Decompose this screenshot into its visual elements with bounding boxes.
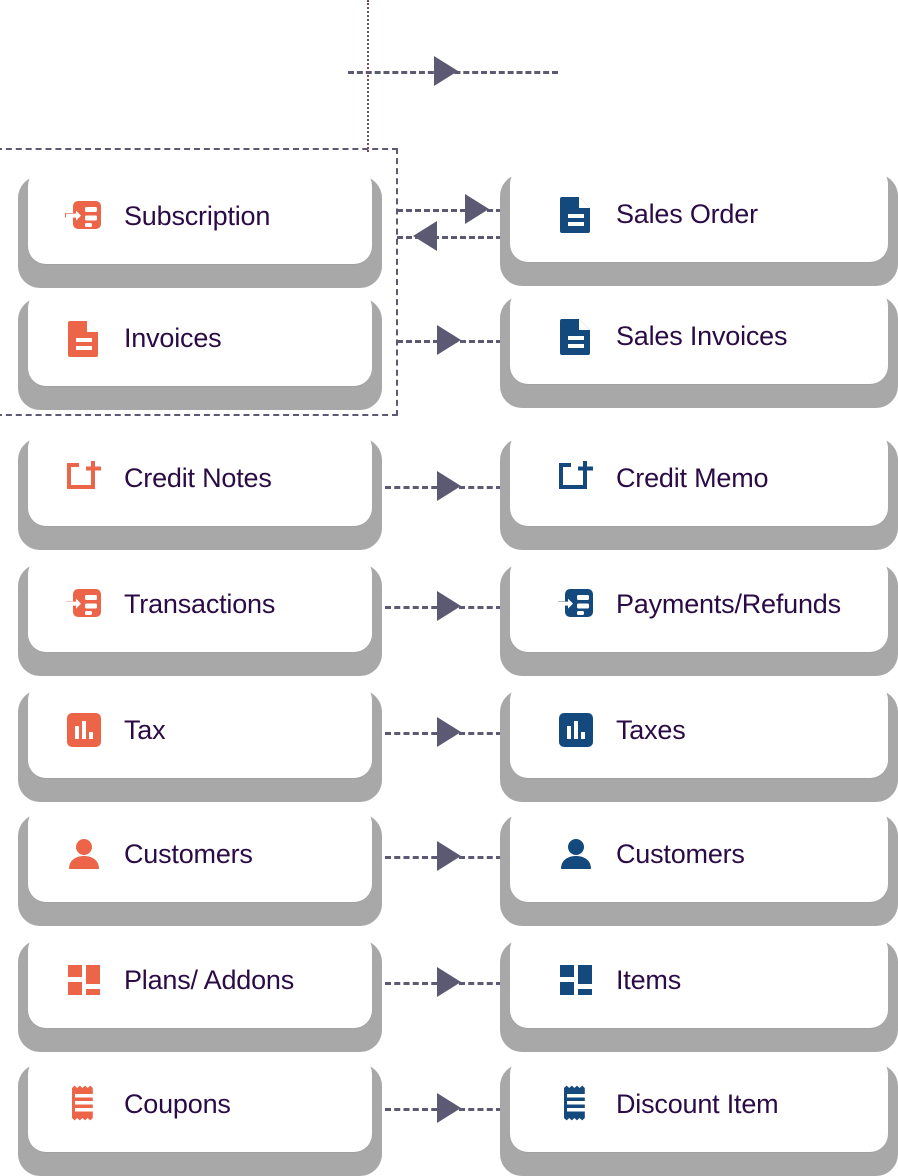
- card-customers[interactable]: Customers: [18, 806, 382, 926]
- card-credit-memo[interactable]: Credit Memo: [500, 430, 898, 550]
- grid-dashboard-icon: [64, 960, 104, 1000]
- card-label: Credit Notes: [124, 462, 272, 493]
- card-label: Transactions: [124, 588, 276, 619]
- card-label: Invoices: [124, 322, 222, 353]
- card-subscription[interactable]: Subscription: [18, 168, 382, 288]
- card-transactions[interactable]: Transactions: [18, 556, 382, 676]
- card-customers-target[interactable]: Customers: [500, 806, 898, 926]
- card-invoices[interactable]: Invoices: [18, 290, 382, 410]
- card-label: Sales Invoices: [616, 320, 788, 351]
- card-label: Customers: [124, 838, 253, 869]
- arrowhead-right-icon: [465, 194, 489, 224]
- card-sales-invoices[interactable]: Sales Invoices: [500, 288, 898, 408]
- arrowhead-right-icon: [434, 56, 458, 86]
- receipt-ticket-icon: [556, 1084, 596, 1124]
- credit-note-plus-icon: [64, 458, 104, 498]
- card-sales-order[interactable]: Sales Order: [500, 166, 898, 286]
- card-label: Sales Order: [616, 198, 758, 229]
- card-discount-item[interactable]: Discount Item: [500, 1056, 898, 1176]
- vertical-guide-dotted: [367, 0, 369, 152]
- person-icon: [64, 834, 104, 874]
- arrowhead-right-icon: [437, 325, 461, 355]
- card-label: Plans/ Addons: [124, 964, 295, 995]
- card-label: Credit Memo: [616, 462, 769, 493]
- document-icon: [64, 318, 104, 358]
- card-coupons[interactable]: Coupons: [18, 1056, 382, 1176]
- card-label: Customers: [616, 838, 745, 869]
- arrowhead-right-icon: [437, 591, 461, 621]
- card-label: Subscription: [124, 200, 271, 231]
- card-plans-addons[interactable]: Plans/ Addons: [18, 932, 382, 1052]
- credit-note-plus-icon: [556, 458, 596, 498]
- arrowhead-right-icon: [437, 717, 461, 747]
- arrowhead-left-icon: [413, 221, 437, 251]
- bar-chart-icon: [556, 710, 596, 750]
- card-credit-notes[interactable]: Credit Notes: [18, 430, 382, 550]
- transaction-card-icon: [556, 584, 596, 624]
- document-icon: [556, 194, 596, 234]
- card-label: Coupons: [124, 1088, 231, 1119]
- arrowhead-right-icon: [437, 471, 461, 501]
- card-label: Taxes: [616, 714, 686, 745]
- subscription-card-icon: [64, 196, 104, 236]
- transaction-card-icon: [64, 584, 104, 624]
- receipt-ticket-icon: [64, 1084, 104, 1124]
- arrowhead-right-icon: [437, 967, 461, 997]
- arrowhead-right-icon: [437, 841, 461, 871]
- card-label: Discount Item: [616, 1088, 779, 1119]
- card-label: Payments/Refunds: [616, 588, 841, 619]
- card-label: Items: [616, 964, 682, 995]
- bar-chart-icon: [64, 710, 104, 750]
- card-tax[interactable]: Tax: [18, 682, 382, 802]
- card-payments-refunds[interactable]: Payments/Refunds: [500, 556, 898, 676]
- card-label: Tax: [124, 714, 166, 745]
- person-icon: [556, 834, 596, 874]
- card-items[interactable]: Items: [500, 932, 898, 1052]
- card-taxes[interactable]: Taxes: [500, 682, 898, 802]
- document-icon: [556, 316, 596, 356]
- arrowhead-right-icon: [437, 1093, 461, 1123]
- grid-dashboard-icon: [556, 960, 596, 1000]
